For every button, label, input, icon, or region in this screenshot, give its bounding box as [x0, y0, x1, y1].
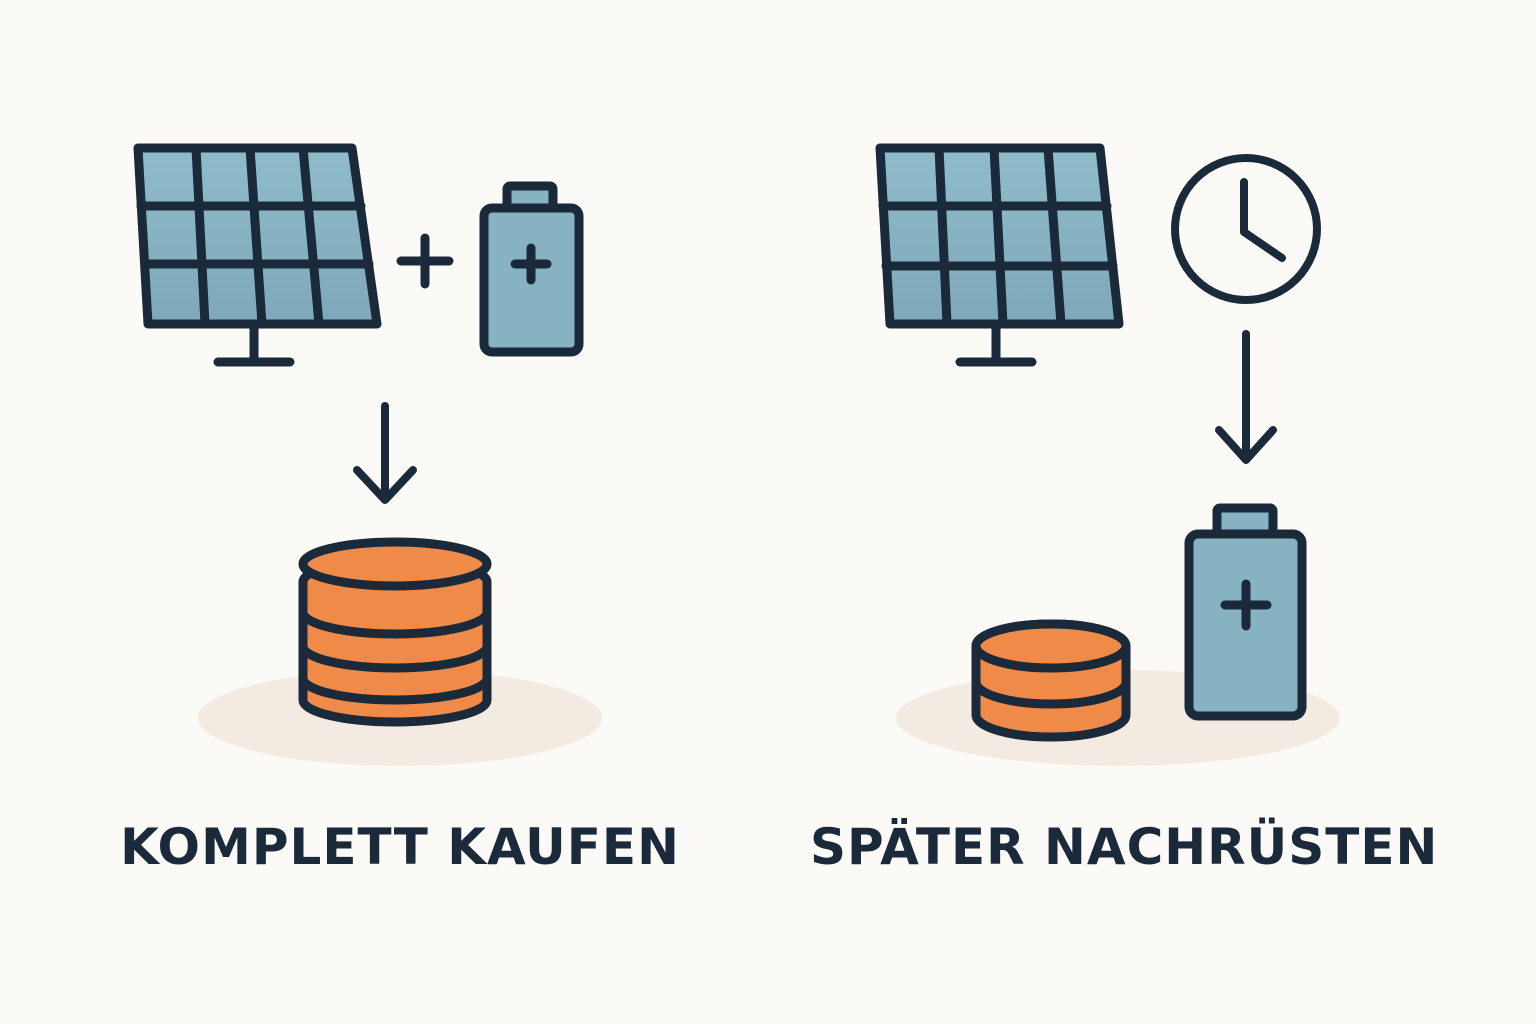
right-option: [875, 143, 1340, 766]
battery-icon: [1184, 503, 1307, 721]
plus-icon: [396, 233, 454, 289]
coin-stack-icon: [298, 537, 492, 727]
down-arrow-icon: [353, 402, 417, 504]
solar-panel-icon: [875, 143, 1124, 367]
battery-icon: [479, 181, 584, 357]
left-option: [133, 143, 602, 766]
down-arrow-icon: [1215, 330, 1277, 464]
option-title-buy-complete: KOMPLETT KAUFEN: [120, 818, 680, 876]
solar-panel-icon: [133, 143, 382, 367]
clock-icon: [1171, 154, 1321, 304]
option-title-retrofit-later: SPÄTER NACHRÜSTEN: [810, 818, 1439, 876]
coin-stack-icon: [971, 619, 1131, 742]
